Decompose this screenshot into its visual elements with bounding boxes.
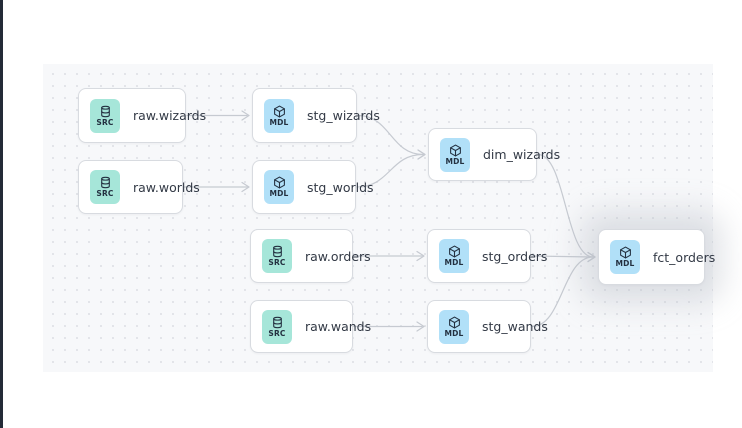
node-label: stg_wizards <box>307 108 380 123</box>
node-badge: MDL <box>264 170 294 204</box>
node-label: raw.worlds <box>133 179 200 195</box>
database-icon <box>100 177 110 189</box>
node-badge-label: MDL <box>269 117 289 127</box>
node-raw-wands[interactable]: SRC raw.wands <box>250 300 371 353</box>
node-badge-label: MDL <box>444 328 464 338</box>
node-badge-label: SRC <box>96 189 114 199</box>
node-badge: MDL <box>264 98 294 133</box>
node-label: raw.wands <box>305 319 372 334</box>
node-badge: MDL <box>439 239 469 273</box>
database-icon <box>272 316 282 328</box>
node-badge: MDL <box>440 137 470 172</box>
node-stg-wands[interactable]: MDL stg_wands <box>427 300 548 353</box>
node-badge: SRC <box>90 98 120 133</box>
node-dim-wizards[interactable]: MDL dim_wizards <box>428 128 560 181</box>
node-stg-wizards[interactable]: MDL stg_wizards <box>252 88 380 143</box>
node-label: stg_orders <box>482 248 548 264</box>
node-badge-label: SRC <box>268 328 286 338</box>
node-badge-label: MDL <box>269 189 289 199</box>
node-badge: SRC <box>262 239 292 273</box>
node-raw-worlds[interactable]: SRC raw.worlds <box>78 160 200 214</box>
cube-icon <box>448 316 460 329</box>
node-raw-orders[interactable]: SRC raw.orders <box>250 229 371 283</box>
node-label: stg_wands <box>482 319 548 334</box>
node-label: dim_wizards <box>483 147 561 162</box>
node-raw-wizards[interactable]: SRC raw.wizards <box>78 88 206 143</box>
node-stg-worlds[interactable]: MDL stg_worlds <box>252 160 374 214</box>
node-badge-label: SRC <box>268 258 286 268</box>
database-icon <box>100 105 110 117</box>
node-fct-orders[interactable]: MDL fct_orders <box>598 229 715 285</box>
node-stg-orders[interactable]: MDL stg_orders <box>427 229 547 283</box>
node-badge-label: MDL <box>615 259 635 269</box>
node-badge-label: MDL <box>445 156 465 166</box>
node-badge: MDL <box>439 309 469 344</box>
node-badge: MDL <box>610 240 640 274</box>
window-edge-strip <box>0 0 3 428</box>
cube-icon <box>619 246 631 259</box>
node-label: raw.wizards <box>133 108 207 123</box>
node-badge: SRC <box>262 309 292 344</box>
node-label: stg_worlds <box>307 179 374 195</box>
node-badge-label: SRC <box>96 117 114 127</box>
node-label: raw.orders <box>305 248 371 264</box>
cube-icon <box>448 245 460 258</box>
node-badge-label: MDL <box>444 258 464 268</box>
node-badge: SRC <box>90 170 120 204</box>
cube-icon <box>273 105 285 118</box>
cube-icon <box>273 176 285 189</box>
database-icon <box>272 246 282 258</box>
cube-icon <box>449 144 461 157</box>
node-label: fct_orders <box>653 249 716 265</box>
